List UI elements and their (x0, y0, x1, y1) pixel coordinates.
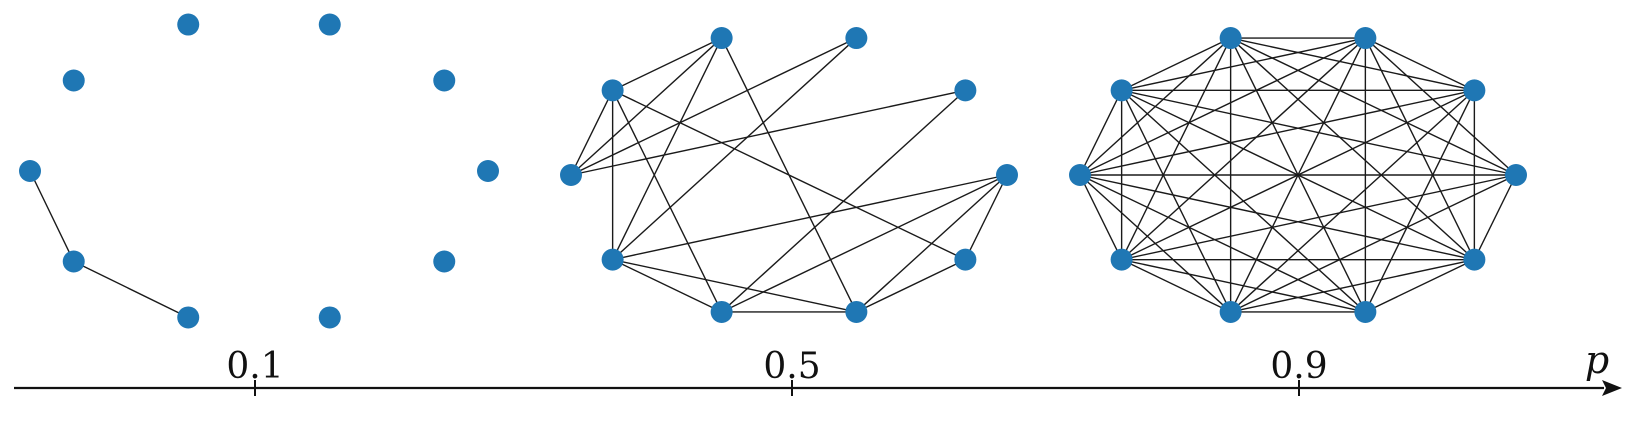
graph-3-edge (1230, 174, 1517, 313)
graph-3-edge (1079, 90, 1123, 176)
graph-2-node (996, 164, 1018, 186)
graph-3-edge (1121, 37, 1366, 92)
graph-1-node (318, 306, 341, 329)
graph-3-node (1505, 164, 1527, 186)
graph-1-node (177, 306, 200, 329)
graph-2-node (845, 300, 868, 323)
graph-2-edge (612, 37, 723, 260)
graph-2-edge (964, 174, 1008, 260)
graph-2-node (954, 79, 977, 102)
graph-2-node (601, 248, 624, 271)
graph-2-edge (612, 37, 857, 261)
graph-3-edge (1079, 37, 1366, 176)
graphs-layer (19, 13, 1527, 329)
graph-3-node (1354, 300, 1377, 323)
graph-3-edge (1121, 37, 1231, 91)
tick-label-p-0-9: 0.9 (1270, 346, 1327, 387)
graph-1-node (177, 13, 200, 36)
tick-label-p-0-5: 0.5 (763, 346, 820, 387)
graph-2-edge (856, 259, 966, 313)
graph-3-edge (1230, 89, 1475, 313)
graph-3-node (1463, 248, 1486, 271)
graph-1-node (433, 250, 456, 273)
graph-1 (19, 13, 499, 329)
graph-3-edge (1121, 259, 1231, 313)
graph-3-edge (1121, 37, 1366, 261)
graph-2-edge (612, 37, 722, 91)
graph-1-node (19, 160, 41, 182)
graph-3-edge (1121, 37, 1232, 260)
graph-1-node (318, 13, 341, 36)
graph-1-node (62, 250, 85, 273)
graph-3-edge (1365, 259, 1475, 313)
graph-3-node (1069, 164, 1091, 186)
graph-1-node (62, 69, 85, 92)
graph-2-edge (570, 37, 723, 176)
graph-2-edge (570, 89, 966, 176)
graph-2-edge (570, 37, 857, 176)
graph-3-edge (1079, 174, 1123, 260)
graph-2-node (954, 248, 977, 271)
axis-arrowhead (1602, 380, 1622, 396)
graph-2-edge (612, 259, 722, 313)
graph-2-edge (570, 90, 614, 176)
graph-2-edge (612, 258, 857, 313)
graph-2-edge (721, 89, 966, 313)
graph-3-edge (1365, 37, 1475, 91)
graph-1-node (477, 160, 499, 182)
graph-2-node (845, 27, 868, 50)
graph-3-node (1354, 27, 1377, 50)
graph-3-edge (1079, 174, 1366, 313)
graph-3 (1069, 27, 1527, 323)
graph-2-node (601, 79, 624, 102)
graph-3-edge (1364, 37, 1517, 176)
graph-3-edge (1364, 37, 1475, 260)
graph-2-node (560, 164, 582, 186)
axis-title-p: p (1585, 338, 1609, 382)
graph-2-edge (612, 90, 723, 313)
graph-3-edge (1121, 174, 1517, 261)
graph-3-edge (1230, 37, 1366, 313)
graph-2-edge (612, 174, 1008, 261)
graph-1-edge (29, 170, 75, 262)
graph-1-node (433, 69, 456, 92)
graph-3-edge (1079, 89, 1475, 176)
graph-3-edge (1230, 37, 1517, 176)
graph-2-edge (721, 37, 857, 313)
graph-3-node (1219, 27, 1242, 50)
graph-2-node (710, 300, 733, 323)
graph-3-node (1463, 79, 1486, 102)
graph-3-edge (1121, 90, 1232, 313)
graph-2-node (710, 27, 733, 50)
graph-3-node (1110, 248, 1133, 271)
graph-2-edge (855, 174, 1008, 313)
graph-3-node (1110, 79, 1133, 102)
tick-label-p-0-1: 0.1 (226, 346, 283, 387)
p-axis: 0.1 0.5 0.9 p (14, 338, 1622, 396)
graph-3-edge (1364, 90, 1475, 313)
graph-3-edge (1230, 258, 1475, 313)
graph-3-edge (1473, 174, 1517, 260)
graph-1-edge (73, 260, 189, 319)
graph-2 (560, 27, 1018, 323)
graph-2-edge (721, 174, 1008, 313)
graph-3-node (1219, 300, 1242, 323)
